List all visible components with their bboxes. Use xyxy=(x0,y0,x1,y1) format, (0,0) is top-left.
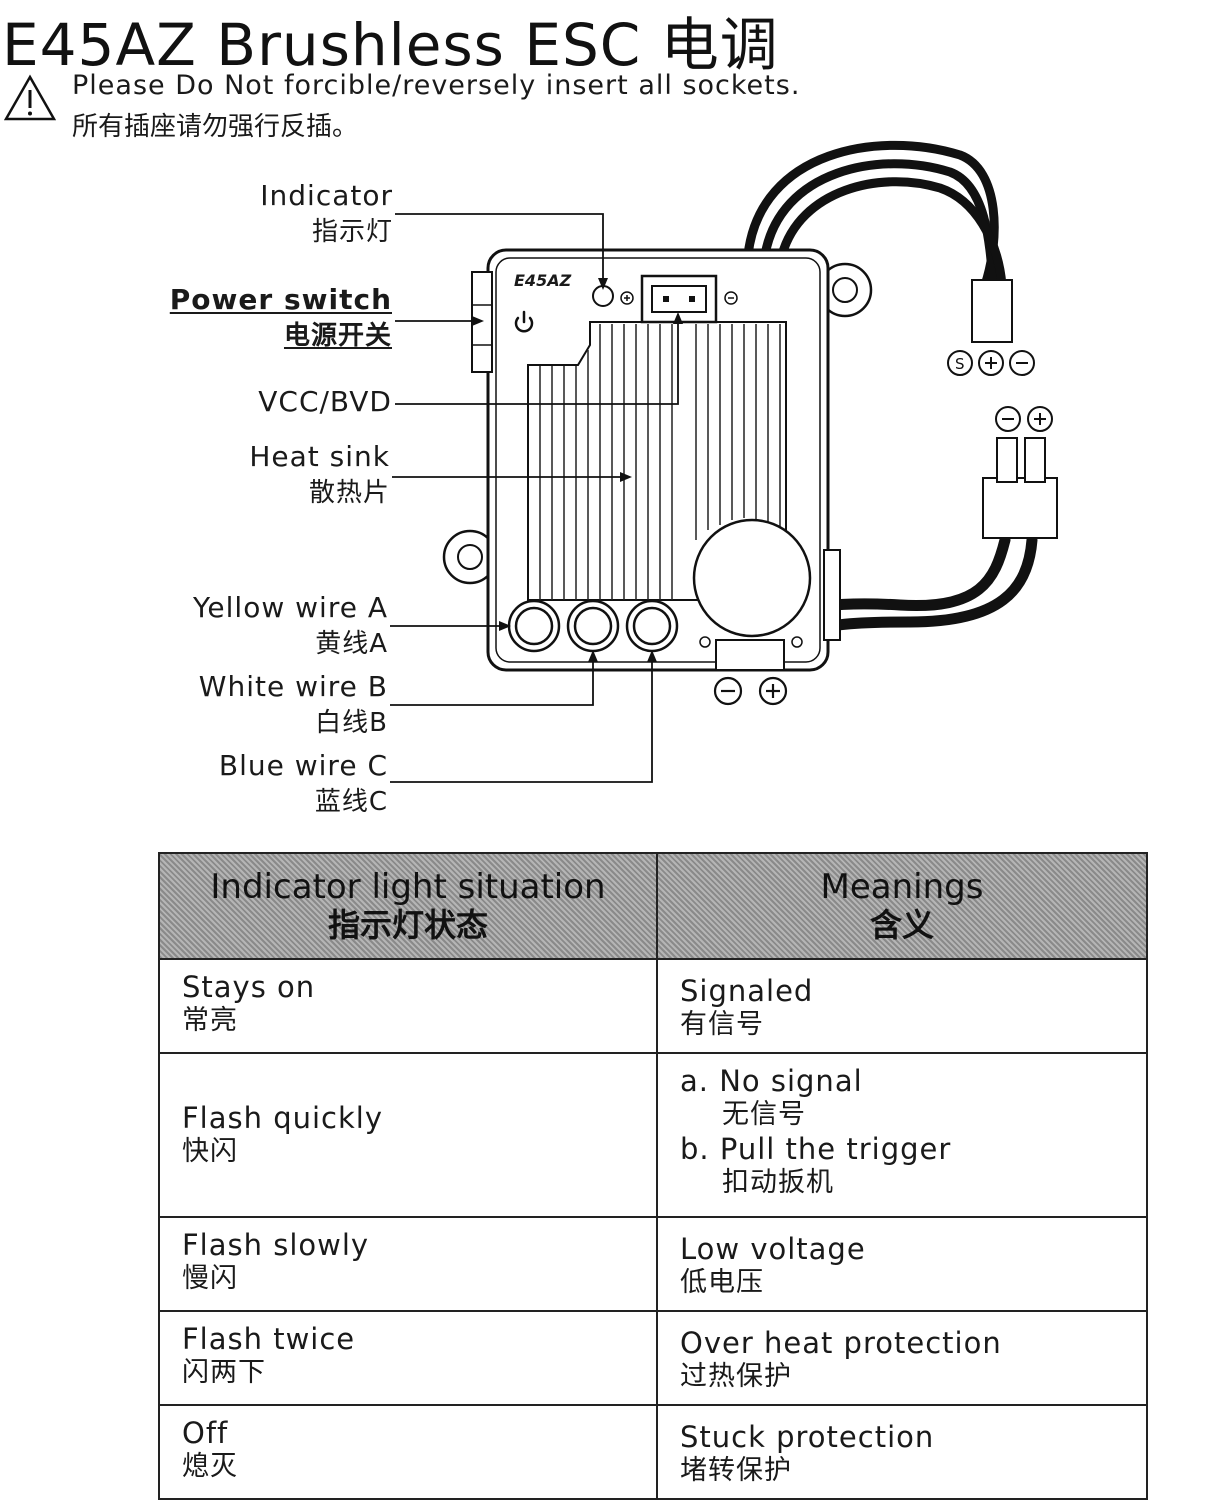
meaning-cell: Stuck protection 堵转保护 xyxy=(656,1404,1148,1500)
label-yellow-wire: Yellow wire A 黄线A xyxy=(193,591,388,659)
table-header-meaning: Meanings 含义 xyxy=(656,852,1148,960)
receiver-plug xyxy=(971,279,1013,343)
state-cell: Stays on 常亮 xyxy=(158,958,658,1054)
table-row: Flash quickly 快闪 a. No signal 无信号 b. Pul… xyxy=(158,1052,1148,1218)
indicator-table: Indicator light situation 指示灯状态 Meanings… xyxy=(158,852,1148,1500)
table-row: Flash slowly 慢闪 Low voltage 低电压 xyxy=(158,1216,1148,1312)
table-row: Flash twice 闪两下 Over heat protection 过热保… xyxy=(158,1310,1148,1406)
meaning-cell: Over heat protection 过热保护 xyxy=(656,1310,1148,1406)
battery-plug-symbols xyxy=(995,406,1053,432)
warning-triangle-icon xyxy=(4,74,56,121)
label-blue-wire: Blue wire C 蓝线C xyxy=(218,749,388,817)
table-row: Off 熄灭 Stuck protection 堵转保护 xyxy=(158,1404,1148,1500)
receiver-plug-symbols xyxy=(947,350,1035,376)
capacitor xyxy=(692,518,812,638)
warning-text-zh: 所有插座请勿强行反插。 xyxy=(72,112,359,142)
warning-text-en: Please Do Not forcible/reversely insert … xyxy=(72,70,801,101)
power-icon xyxy=(514,310,534,333)
signal-s-symbol: S xyxy=(955,355,965,373)
label-heat-sink: Heat sink 散热片 xyxy=(249,440,390,508)
table-row: Stays on 常亮 Signaled 有信号 xyxy=(158,958,1148,1054)
receiver-cable xyxy=(743,140,1007,290)
label-power-switch: Power switch 电源开关 xyxy=(169,283,392,351)
state-cell: Flash quickly 快闪 xyxy=(158,1052,658,1218)
motor-wire-pads xyxy=(507,599,679,653)
state-cell: Flash twice 闪两下 xyxy=(158,1310,658,1406)
board-model-label: E45AZ xyxy=(514,271,572,290)
page-title: E45AZ Brushless ESC 电调 xyxy=(2,11,779,79)
table-header-row: Indicator light situation 指示灯状态 Meanings… xyxy=(158,852,1148,960)
meaning-cell: Low voltage 低电压 xyxy=(656,1216,1148,1312)
esc-board-diagram: S xyxy=(390,140,1058,783)
label-vcc-bvd: VCC/BVD xyxy=(258,385,392,418)
table-header-state: Indicator light situation 指示灯状态 xyxy=(158,852,658,960)
state-cell: Off 熄灭 xyxy=(158,1404,658,1500)
battery-plug xyxy=(982,477,1058,539)
label-indicator: Indicator 指示灯 xyxy=(260,179,393,247)
meaning-cell: Signaled 有信号 xyxy=(656,958,1148,1054)
meaning-cell: a. No signal 无信号 b. Pull the trigger 扣动扳… xyxy=(656,1052,1148,1218)
state-cell: Flash slowly 慢闪 xyxy=(158,1216,658,1312)
label-white-wire: White wire B 白线B xyxy=(198,670,388,738)
board-terminal-symbols xyxy=(713,676,788,706)
